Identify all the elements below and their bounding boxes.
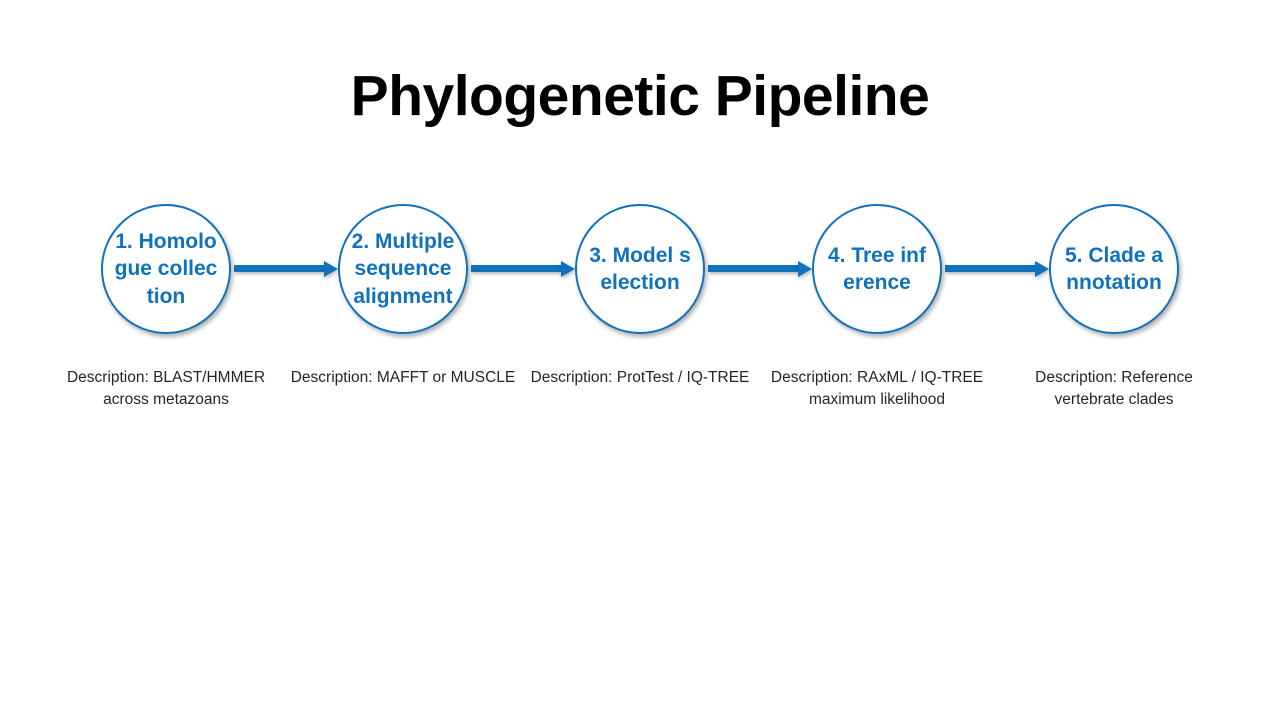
arrow-head-icon (798, 261, 812, 277)
arrow-4-to-5 (945, 261, 1049, 277)
arrow-head-icon (561, 261, 575, 277)
arrow-shaft (945, 265, 1035, 272)
pipeline-step-3[interactable]: 3. Model selection (575, 204, 705, 334)
arrow-shaft (708, 265, 798, 272)
step-5-description: Description: Reference vertebrate clades (1035, 369, 1193, 408)
step-1-circle (101, 204, 231, 334)
pipeline-step-5[interactable]: 5. Clade annotation (1049, 204, 1179, 334)
step-5-circle (1049, 204, 1179, 334)
arrow-2-to-3 (471, 261, 575, 277)
pipeline-step-1[interactable]: 1. Homologue collection (101, 204, 231, 334)
arrow-shaft (471, 265, 561, 272)
arrow-1-to-2 (234, 261, 338, 277)
arrow-head-icon (1035, 261, 1049, 277)
step-1-description: Description: BLAST/HMMER across metazoan… (66, 369, 266, 408)
step-4-circle (812, 204, 942, 334)
step-2-circle (338, 204, 468, 334)
step-3-description: Description: ProtTest / IQ-TREE (530, 369, 750, 386)
page-title: Phylogenetic Pipeline (350, 64, 930, 128)
step-2-description: Description: MAFFT or MUSCLE (290, 369, 516, 386)
step-4-description: Description: RAxML / IQ-TREE maximum lik… (770, 369, 984, 408)
arrow-head-icon (324, 261, 338, 277)
pipeline-step-2[interactable]: 2. Multiple sequence alignment (338, 204, 468, 334)
arrow-3-to-4 (708, 261, 812, 277)
arrow-shaft (234, 265, 324, 272)
step-3-circle (575, 204, 705, 334)
pipeline-step-4[interactable]: 4. Tree inference (812, 204, 942, 334)
